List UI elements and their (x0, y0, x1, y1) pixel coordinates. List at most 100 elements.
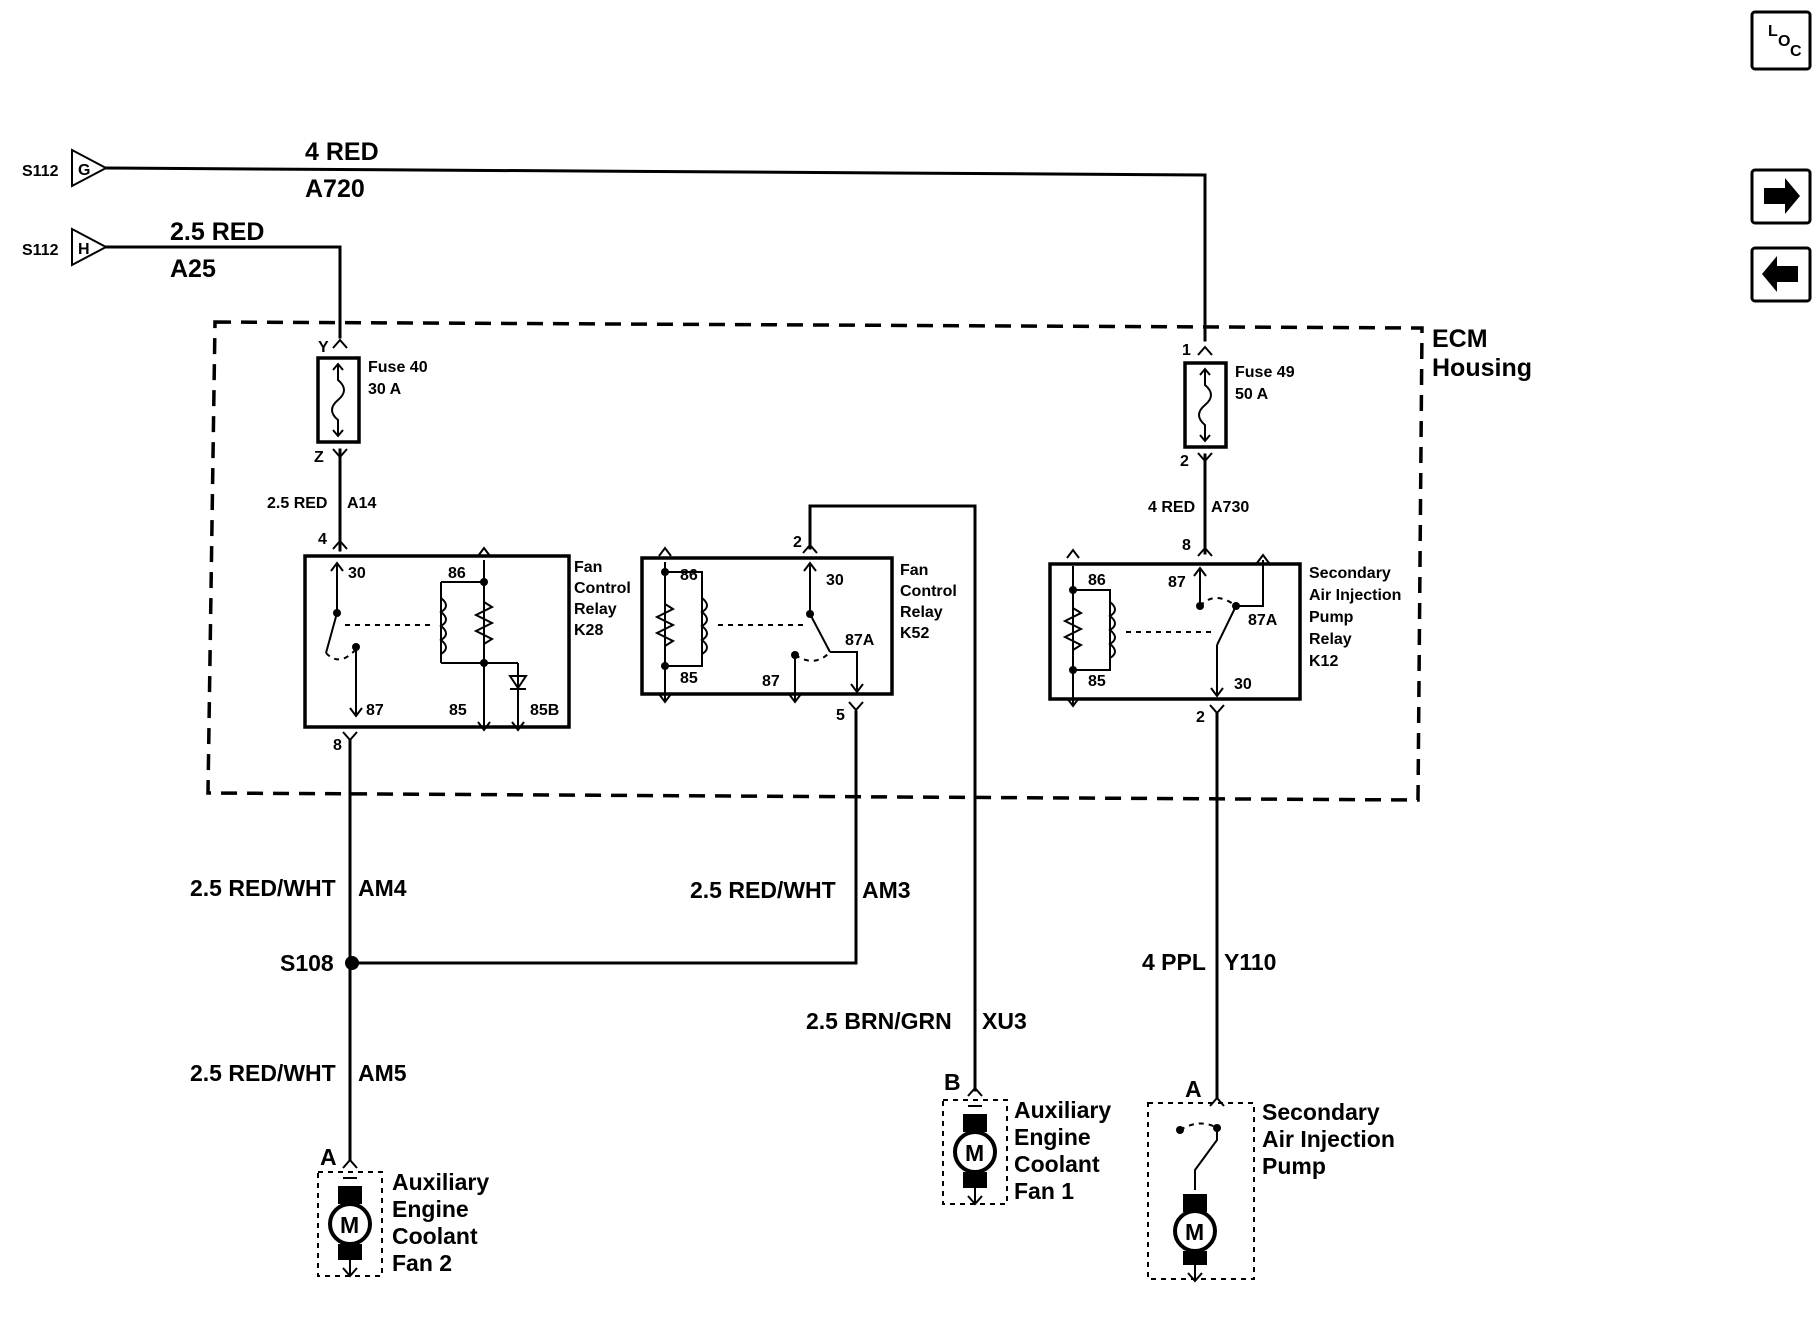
relay-label-line2: Control (574, 580, 631, 597)
load-label-line2: Air Injection (1262, 1126, 1395, 1152)
wire-gauge-color: 2.5 RED (267, 495, 327, 512)
wire-y110: 4 PPL Y110 (1142, 711, 1276, 1100)
wire-circuit: A730 (1211, 499, 1249, 516)
relay-label-line3: Relay (574, 601, 617, 618)
terminal-87: 87 (1168, 574, 1186, 591)
load-pin: A (1185, 1076, 1202, 1102)
load-label-line2: Engine (392, 1196, 469, 1222)
relay-label-line1: Fan (574, 559, 602, 576)
wire-gauge-color: 2.5 RED/WHT (190, 875, 336, 901)
wire-circuit: AM3 (862, 877, 911, 903)
arrow-right-icon (1764, 178, 1800, 214)
relay-label-line1: Secondary (1309, 565, 1391, 582)
wire-a730: 4 RED A730 (1148, 453, 1249, 555)
terminal-87: 87 (762, 673, 780, 690)
relay-pin-out: 5 (836, 707, 845, 724)
wire-gauge-color: 2.5 RED/WHT (190, 1060, 336, 1086)
load-pin: A (320, 1144, 337, 1170)
connector-s112-g: S112 G (22, 148, 109, 188)
wire-gauge-color: 4 RED (305, 138, 379, 166)
load-label-line1: Secondary (1262, 1099, 1380, 1125)
relay-label-line3: Pump (1309, 609, 1354, 626)
splice-s108: S108 (280, 950, 359, 976)
fuse-name: Fuse 49 (1235, 364, 1295, 381)
connector-s112-h: S112 H (22, 227, 109, 267)
load-fan-2: A M Auxiliary Engine Coolant Fan 2 (317, 1144, 489, 1278)
housing-label-line1: ECM (1432, 325, 1488, 353)
relay-k12: 8 86 85 87 87A 30 Secondary Air Injectio… (1048, 537, 1401, 726)
terminal-85: 85 (1088, 673, 1106, 690)
fuse-pin-in: Y (318, 339, 329, 356)
wire-xu3: 2.5 BRN/GRN XU3 (806, 1008, 1027, 1034)
load-label-line1: Auxiliary (1014, 1097, 1111, 1123)
relay-pin-out: 8 (333, 737, 342, 754)
wire-gauge-color: 4 PPL (1142, 949, 1206, 975)
terminal-30: 30 (1234, 676, 1252, 693)
load-pin: B (944, 1069, 961, 1095)
terminal-87a: 87A (845, 632, 875, 649)
fuse-rating: 50 A (1235, 386, 1269, 403)
wire-am4: 2.5 RED/WHT AM4 (190, 738, 407, 1162)
load-label-line2: Engine (1014, 1124, 1091, 1150)
relay-pin-in: 4 (318, 531, 327, 548)
terminal-30: 30 (348, 565, 366, 582)
fuse-name: Fuse 40 (368, 359, 428, 376)
load-fan-1: B M Auxiliary Engine Coolant Fan 1 (942, 1069, 1111, 1206)
fuse-pin-in: 1 (1182, 342, 1191, 359)
load-label-line3: Pump (1262, 1153, 1326, 1179)
wire-gauge-color: 4 RED (1148, 499, 1195, 516)
fuse-rating: 30 A (368, 381, 402, 398)
loc-letter-l: L (1768, 23, 1778, 40)
relay-label-line2: Air Injection (1309, 587, 1401, 604)
ecm-housing: ECM Housing (206, 320, 1532, 802)
load-label-line3: Coolant (1014, 1151, 1100, 1177)
wire-circuit: A25 (170, 255, 216, 283)
wire-circuit: A720 (305, 175, 365, 203)
terminal-87: 87 (366, 702, 384, 719)
wire-circuit: XU3 (982, 1008, 1027, 1034)
wire-gauge-color: 2.5 RED/WHT (690, 877, 836, 903)
wire-gauge-color: 2.5 RED (170, 218, 264, 246)
load-label-line4: Fan 1 (1014, 1178, 1074, 1204)
relay-label-line4: K28 (574, 622, 603, 639)
relay-pin-in: 8 (1182, 537, 1191, 554)
relay-label-line4: K52 (900, 625, 929, 642)
wire-am3: 2.5 RED/WHT AM3 (350, 710, 911, 965)
connector-id: S112 (22, 242, 59, 259)
relay-label-line1: Fan (900, 562, 928, 579)
fuse-pin-out: 2 (1180, 453, 1189, 470)
terminal-87a: 87A (1248, 612, 1278, 629)
wire-a14: 2.5 RED A14 (267, 448, 376, 552)
arrow-left-icon (1762, 256, 1798, 292)
motor-icon: M (965, 1140, 984, 1166)
relay-pin-in: 2 (793, 534, 802, 551)
wire-a720: 4 RED A720 (104, 138, 1207, 342)
motor-icon: M (340, 1212, 359, 1238)
next-page-button[interactable] (1750, 168, 1812, 225)
terminal-86: 86 (448, 565, 466, 582)
relay-label-line5: K12 (1309, 653, 1338, 670)
wire-circuit: Y110 (1224, 949, 1276, 975)
previous-page-button[interactable] (1750, 246, 1812, 303)
wire-circuit: A14 (347, 495, 376, 512)
wire-am5: 2.5 RED/WHT AM5 (190, 1060, 407, 1086)
splice-label: S108 (280, 950, 334, 976)
wire-circuit: AM4 (358, 875, 407, 901)
terminal-86: 86 (680, 567, 698, 584)
relay-label-line3: Relay (900, 604, 943, 621)
relay-label-line2: Control (900, 583, 957, 600)
load-label-line1: Auxiliary (392, 1169, 489, 1195)
load-air-pump: A M Secondary Air Injection Pump (1147, 1076, 1395, 1283)
motor-icon: M (1185, 1219, 1204, 1245)
connector-pin: H (78, 241, 90, 258)
terminal-85: 85 (680, 670, 698, 687)
loc-letter-o: O (1778, 33, 1790, 50)
load-label-line3: Coolant (392, 1223, 478, 1249)
fuse-40: Y Fuse 40 30 A Z (314, 338, 428, 466)
connector-pin: G (78, 162, 90, 179)
relay-label-line4: Relay (1309, 631, 1352, 648)
terminal-30: 30 (826, 572, 844, 589)
loc-button[interactable]: L O C (1750, 10, 1812, 71)
wire-circuit: AM5 (358, 1060, 407, 1086)
